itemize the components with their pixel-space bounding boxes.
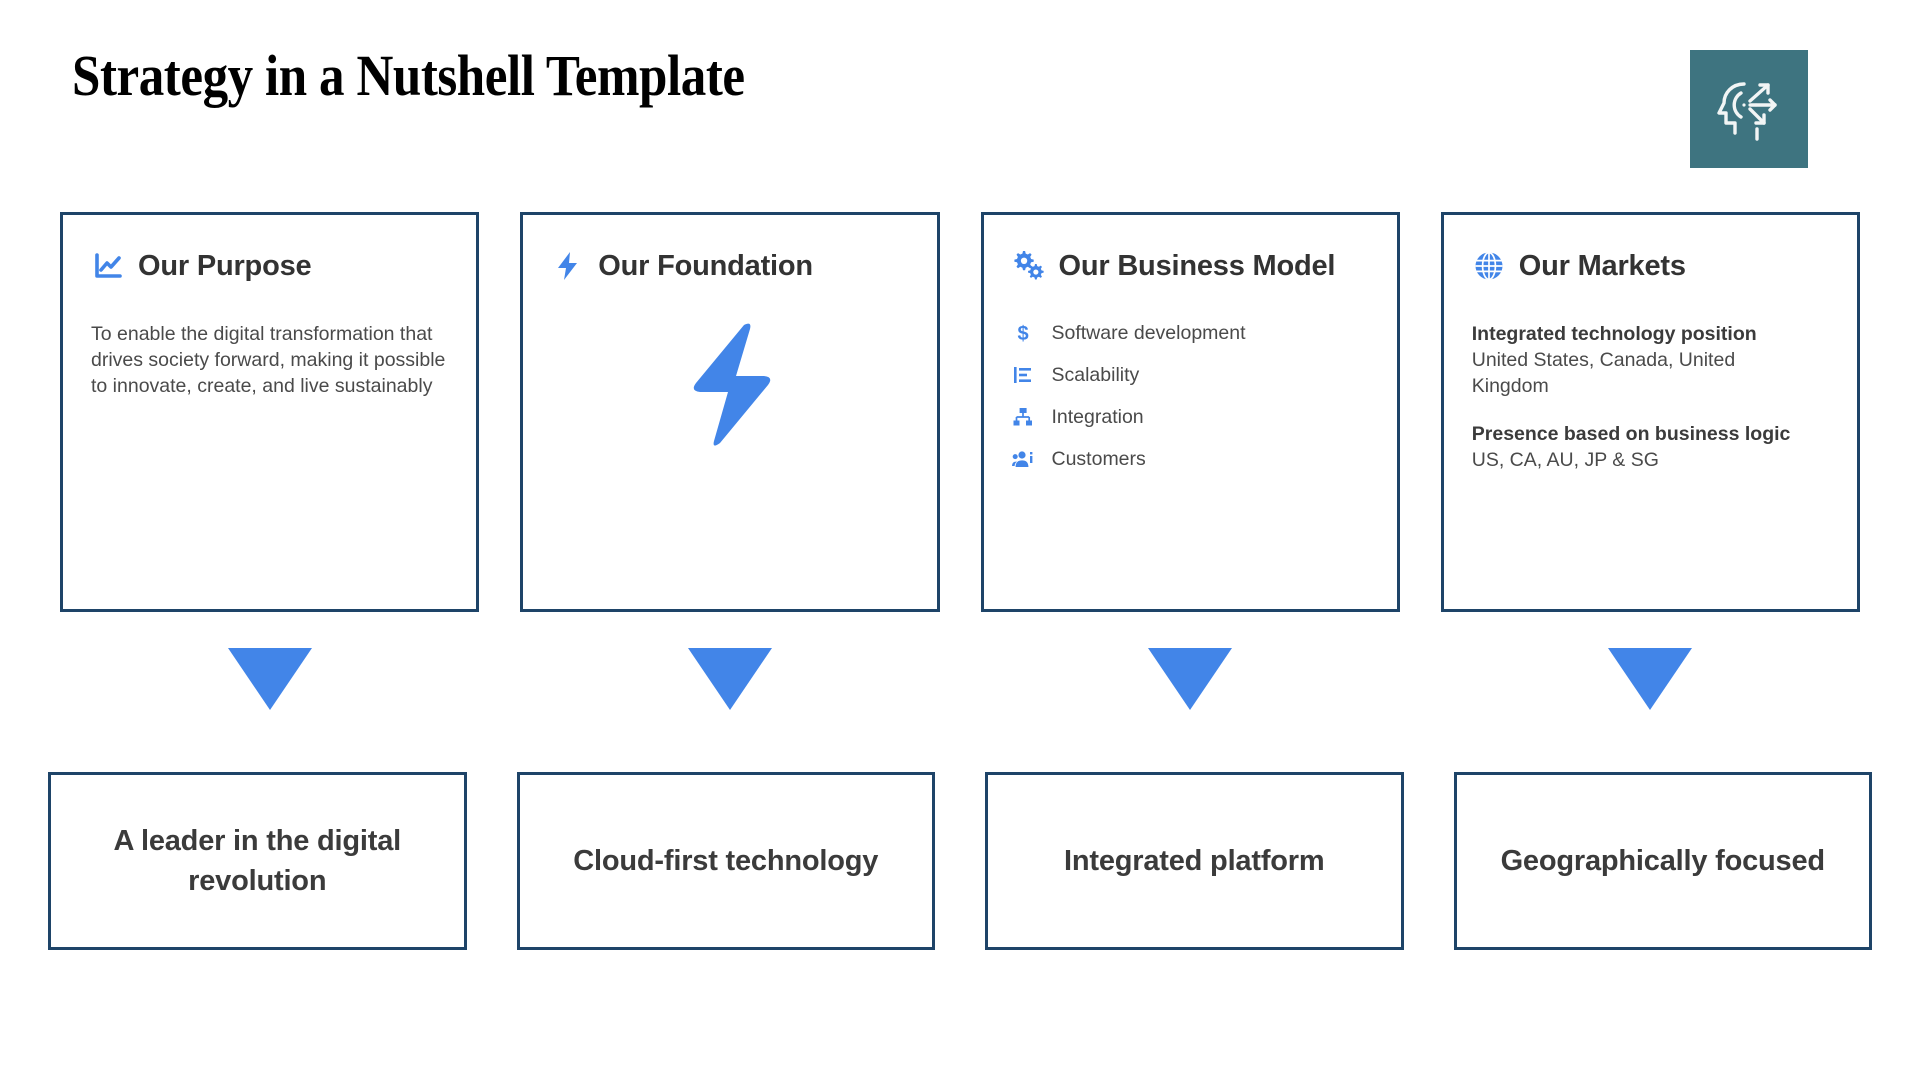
arrow-cell (60, 648, 479, 728)
market-block: Presence based on business logic US, CA,… (1472, 421, 1829, 473)
outcome-text: Cloud-first technology (573, 845, 879, 877)
outcome-text: Integrated platform (1064, 845, 1325, 877)
market-block: Integrated technology position United St… (1472, 321, 1829, 399)
markets-blocks: Integrated technology position United St… (1472, 321, 1829, 473)
outcome-box-4[interactable]: Geographically focused (1453, 772, 1872, 950)
people-group-icon (1011, 448, 1034, 470)
page-title: Strategy in a Nutshell Template (72, 43, 745, 108)
down-arrow-icon (1608, 648, 1693, 710)
outcome-box-2[interactable]: Cloud-first technology (516, 772, 935, 950)
outcome-text: Geographically focused (1500, 845, 1826, 877)
card-our-foundation[interactable]: Our Foundation (520, 212, 940, 612)
head-strategy-arrows-icon (1711, 71, 1787, 147)
card-header: Our Purpose (91, 249, 448, 283)
market-block-heading: Integrated technology position (1471, 323, 1757, 345)
list-item-label: Software development (1051, 322, 1246, 344)
sitemap-icon (1012, 406, 1034, 428)
dollar-sign-icon: $ (1012, 322, 1034, 344)
list-item[interactable]: Scalability (1012, 363, 1369, 387)
lightning-bolt-large-icon (678, 321, 782, 454)
bar-chart-icon (1012, 364, 1034, 386)
outcome-text: A leader in the digital revolution (113, 825, 402, 897)
purpose-paragraph: To enable the digital transformation tha… (91, 323, 446, 397)
brand-logo-badge (1690, 50, 1808, 168)
card-title: Our Business Model (1058, 249, 1336, 282)
arrow-connector-row (60, 648, 1860, 728)
down-arrow-icon (687, 648, 772, 710)
down-arrow-icon (227, 648, 312, 710)
globe-icon (1472, 249, 1506, 283)
lightning-bolt-icon (551, 249, 585, 283)
line-chart-icon (91, 249, 125, 283)
outcome-box-row: A leader in the digital revolution Cloud… (48, 772, 1872, 950)
business-model-list: $ Software development Scalabi (1011, 321, 1369, 471)
outcome-box-1[interactable]: A leader in the digital revolution (48, 772, 467, 950)
card-header: Our Markets (1472, 249, 1829, 283)
gears-icon (1012, 249, 1046, 283)
market-block-text: United States, Canada, United Kingdom (1471, 349, 1736, 397)
card-header: Our Business Model (1012, 249, 1369, 283)
card-our-purpose[interactable]: Our Purpose To enable the digital transf… (60, 212, 480, 612)
card-our-markets[interactable]: Our Markets Integrated technology positi… (1440, 212, 1860, 612)
arrow-cell (981, 648, 1400, 728)
outcome-box-3[interactable]: Integrated platform (985, 772, 1404, 950)
list-item-label: Scalability (1051, 364, 1140, 386)
card-our-business-model[interactable]: Our Business Model $ Software developmen… (980, 212, 1400, 612)
list-item[interactable]: Integration (1012, 405, 1369, 429)
card-title: Our Markets (1518, 249, 1686, 282)
arrow-cell (520, 648, 939, 728)
card-header: Our Foundation (551, 249, 908, 283)
foundation-illustration (551, 321, 908, 454)
market-block-text: US, CA, AU, JP & SG (1471, 449, 1659, 471)
pillar-card-row: Our Purpose To enable the digital transf… (60, 212, 1860, 612)
card-title: Our Purpose (138, 249, 312, 282)
svg-text:$: $ (1017, 323, 1028, 344)
arrow-cell (1441, 648, 1860, 728)
list-item[interactable]: Customers (1011, 447, 1369, 471)
card-title: Our Foundation (598, 249, 813, 282)
down-arrow-icon (1148, 648, 1233, 710)
list-item-label: Customers (1051, 448, 1146, 470)
list-item-label: Integration (1051, 406, 1144, 428)
list-item[interactable]: $ Software development (1012, 321, 1369, 345)
market-block-heading: Presence based on business logic (1471, 423, 1791, 445)
